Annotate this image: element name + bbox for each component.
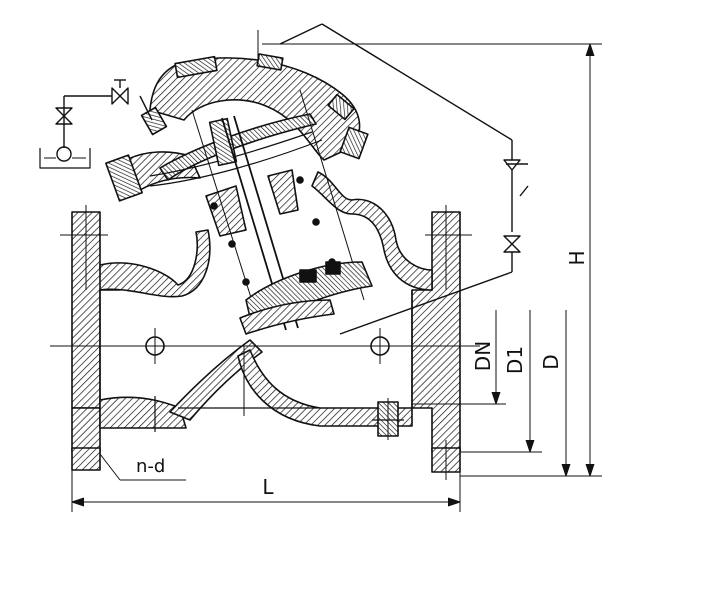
- control-piping-left: [39, 79, 153, 169]
- right-flange: [411, 205, 472, 480]
- dim-label-bolt-holes: n-d: [136, 456, 165, 477]
- pilot-valve-icon: [503, 235, 521, 253]
- valve-disc: [239, 261, 373, 335]
- dimension-lines: [71, 43, 602, 512]
- dim-label-d: D: [539, 354, 563, 369]
- centerlines: [50, 30, 480, 416]
- dim-label-d1: D1: [503, 346, 527, 374]
- ball-valve-icon: [55, 107, 73, 125]
- valve-body: [99, 171, 433, 440]
- stem-guide: [205, 117, 299, 237]
- dim-label-h: H: [565, 250, 589, 265]
- strainer-icon: [56, 146, 72, 162]
- dim-label-l: L: [262, 475, 274, 499]
- needle-valve-icon: [111, 87, 129, 105]
- control-piping-right: [279, 23, 529, 335]
- left-flange: [60, 205, 121, 471]
- dim-label-dn: DN: [471, 341, 495, 371]
